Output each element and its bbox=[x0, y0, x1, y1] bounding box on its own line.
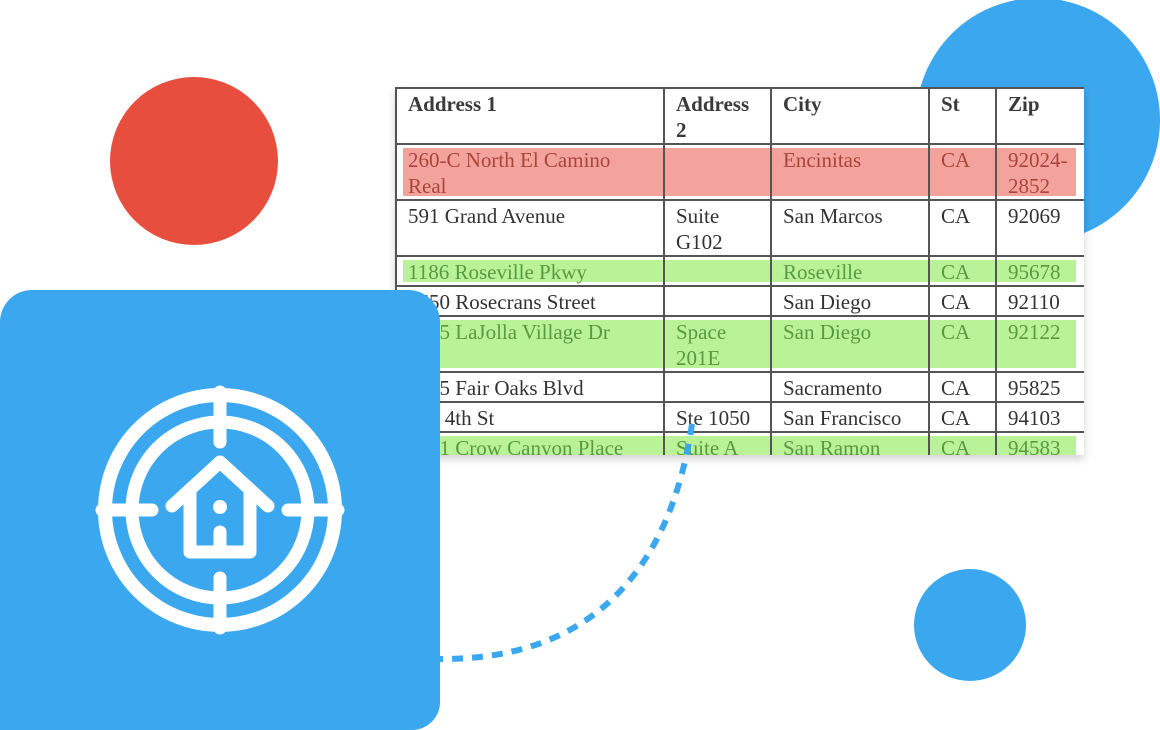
cell-address1: 9515 Fair Oaks Blvd bbox=[395, 371, 665, 403]
cell-zip: 94103 bbox=[995, 401, 1084, 433]
cell-state: CA bbox=[928, 431, 997, 455]
home-target-icon bbox=[95, 385, 345, 635]
cell-zip: 95678 bbox=[995, 255, 1084, 287]
cell-zip: 95825 bbox=[995, 371, 1084, 403]
cell-address2 bbox=[663, 285, 772, 317]
decorative-red-circle bbox=[110, 77, 278, 245]
cell-address2: Suite G102 bbox=[663, 199, 772, 257]
cell-address1: 8855 LaJolla Village Dr bbox=[395, 315, 665, 373]
cell-state: CA bbox=[928, 401, 997, 433]
cell-address2 bbox=[663, 371, 772, 403]
cell-address1: 591 Grand Avenue bbox=[395, 199, 665, 257]
cell-city: Encinitas bbox=[770, 143, 930, 201]
cell-city: San Diego bbox=[770, 285, 930, 317]
cell-state: CA bbox=[928, 285, 997, 317]
cell-city: San Diego bbox=[770, 315, 930, 373]
cell-address2: Suite A bbox=[663, 431, 772, 455]
cell-zip: 94583 bbox=[995, 431, 1084, 455]
address-table: Address 1 Address 2 City St Zip 260-C No… bbox=[395, 87, 1084, 455]
column-header-zip: Zip bbox=[995, 87, 1084, 145]
cell-address2 bbox=[663, 143, 772, 201]
column-header-address2: Address 2 bbox=[663, 87, 772, 145]
cell-city: Roseville bbox=[770, 255, 930, 287]
cell-address2: Space 201E bbox=[663, 315, 772, 373]
decorative-small-blue-circle bbox=[914, 569, 1026, 681]
cell-address1: 1186 Roseville Pkwy bbox=[395, 255, 665, 287]
column-header-address1: Address 1 bbox=[395, 87, 665, 145]
cell-city: Sacramento bbox=[770, 371, 930, 403]
cell-zip: 92122 bbox=[995, 315, 1084, 373]
cell-address2 bbox=[663, 255, 772, 287]
address-table-card: Address 1 Address 2 City St Zip 260-C No… bbox=[395, 87, 1084, 455]
cell-state: CA bbox=[928, 371, 997, 403]
cell-state: CA bbox=[928, 315, 997, 373]
cell-zip: 92110 bbox=[995, 285, 1084, 317]
cell-address1: 3650 Rosecrans Street bbox=[395, 285, 665, 317]
cell-city: San Ramon bbox=[770, 431, 930, 455]
cell-city: San Francisco bbox=[770, 401, 930, 433]
column-header-state: St bbox=[928, 87, 997, 145]
table-header-row: Address 1 Address 2 City St Zip bbox=[395, 87, 1084, 145]
cell-state: CA bbox=[928, 199, 997, 257]
cell-address1: 260-C North El Camino Real bbox=[395, 143, 665, 201]
cell-state: CA bbox=[928, 255, 997, 287]
cell-state: CA bbox=[928, 143, 997, 201]
cell-address2: Ste 1050 bbox=[663, 401, 772, 433]
cell-zip: 92024-2852 bbox=[995, 143, 1084, 201]
column-header-city: City bbox=[770, 87, 930, 145]
cell-city: San Marcos bbox=[770, 199, 930, 257]
cell-zip: 92069 bbox=[995, 199, 1084, 257]
